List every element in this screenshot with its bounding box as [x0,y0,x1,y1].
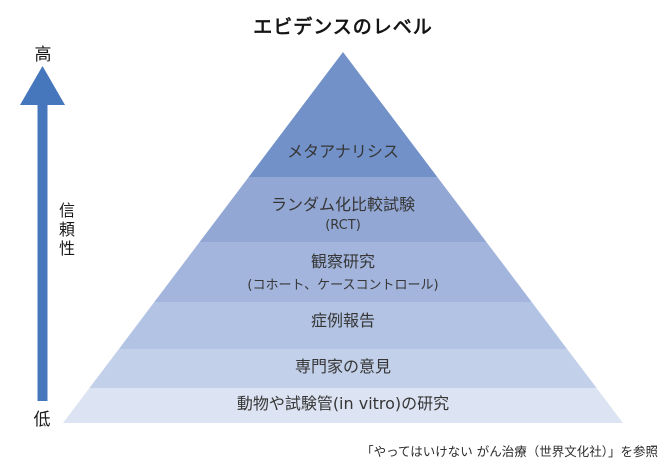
arrow-head-icon [20,66,65,105]
pyramid [63,52,623,423]
axis-high-label: 高 [34,45,52,65]
pyramid-level-4-shape [118,302,568,349]
axis-reliability-label: 信頼性 [56,202,75,259]
pyramid-level-3-sublabel: (コホート、ケースコントロール) [247,278,439,293]
pyramid-level-1-label: メタアナリシス [287,142,399,161]
arrow-shaft [37,103,48,401]
pyramid-level-2-shape [199,177,487,242]
pyramid-level-2-sublabel: (RCT) [325,218,361,233]
pyramid-level-6-shape [63,388,623,423]
source-reference: 「やってはいけない がん治療（世界文化社）」を参照 [361,444,658,459]
pyramid-level-1-shape [248,52,438,177]
pyramid-level-3-shape [154,242,532,302]
diagram-title: エビデンスのレベル [253,16,433,38]
pyramid-level-4-label: 症例報告 [310,311,375,330]
pyramid-level-5-shape [89,349,597,388]
axis-low-label: 低 [33,410,51,430]
pyramid-level-6-label: 動物や試験管(in vitro)の研究 [236,394,450,413]
pyramid-level-2-label: ランダム化比較試験 [270,195,415,214]
pyramid-level-5-label: 専門家の意見 [294,357,391,376]
reliability-arrow [20,66,65,401]
pyramid-level-3-label: 観察研究 [310,252,375,271]
